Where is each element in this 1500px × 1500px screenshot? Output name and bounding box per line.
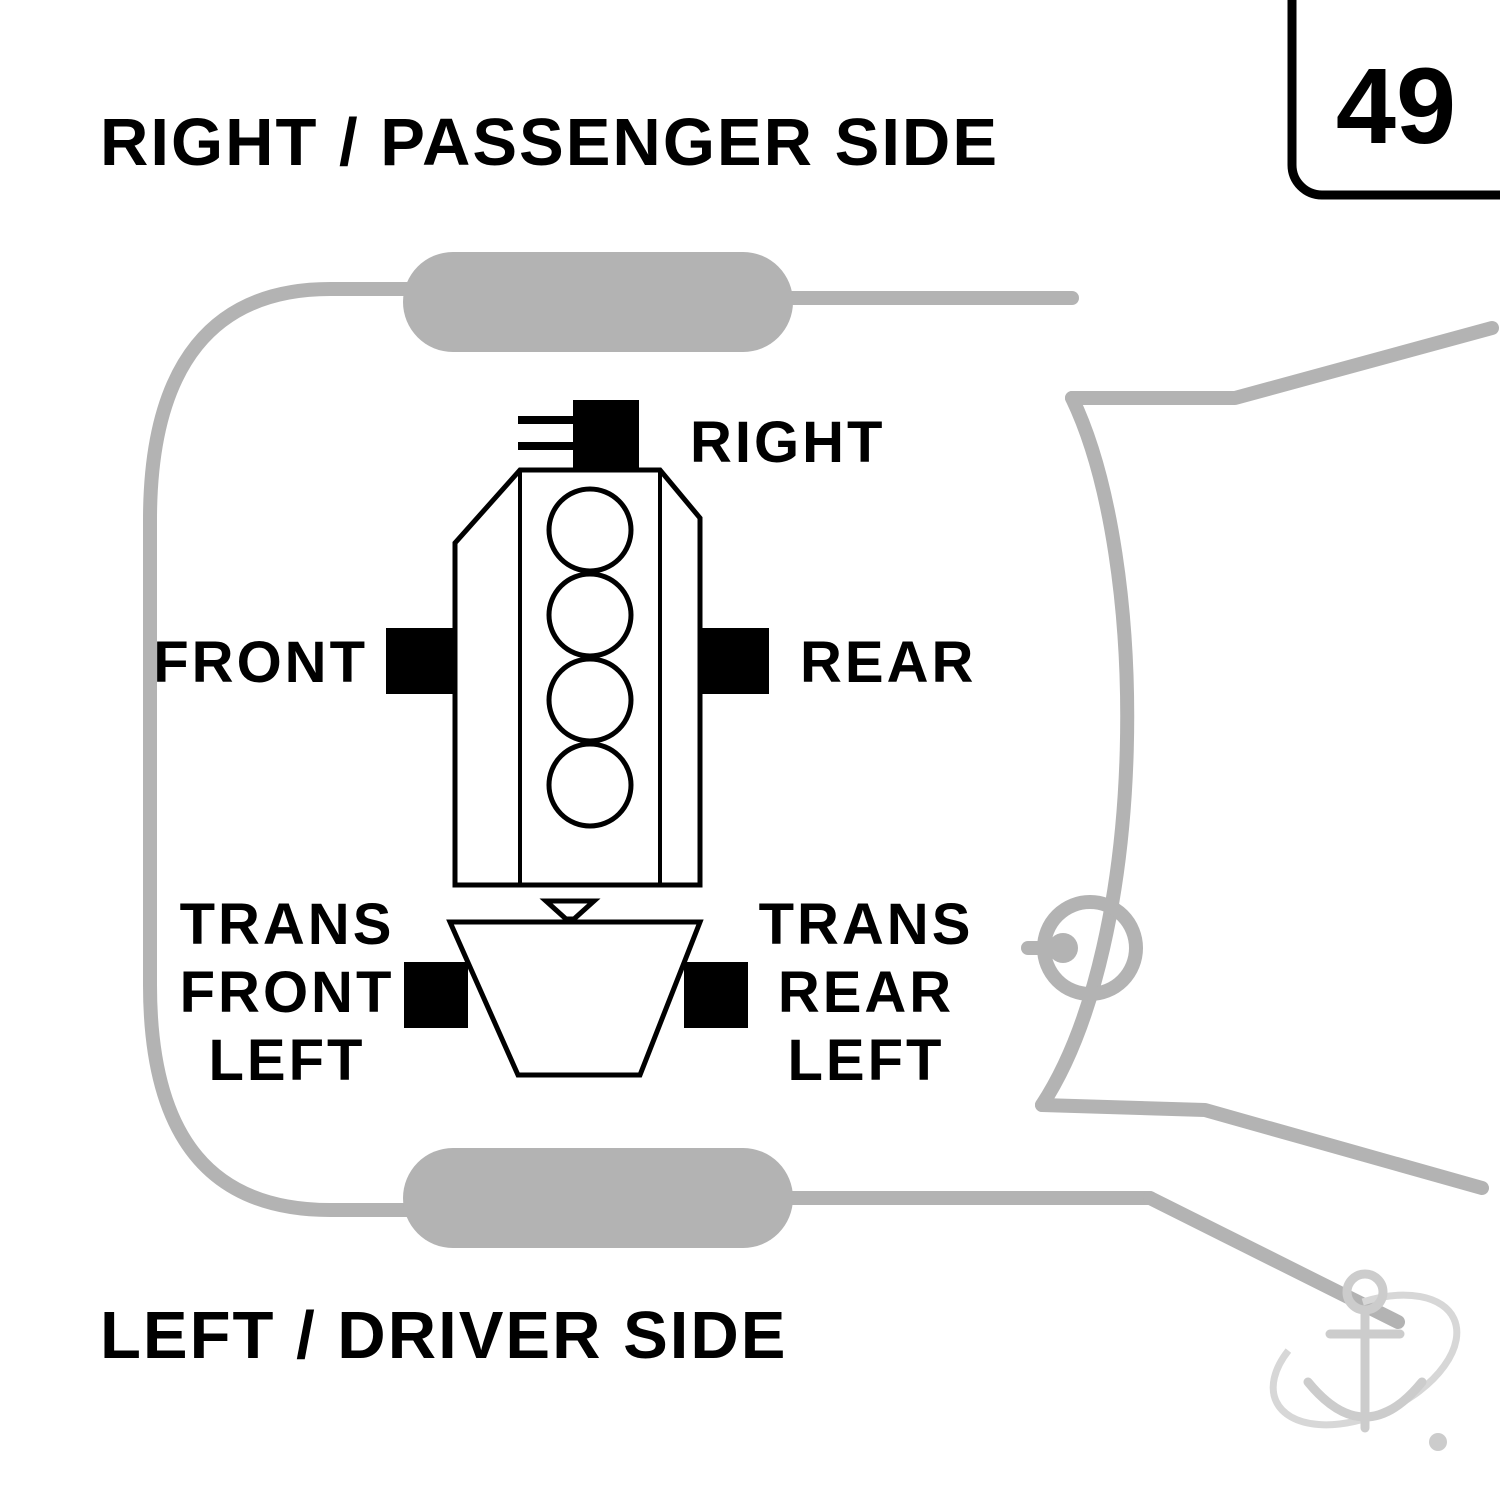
wheel-top [403,252,793,352]
page-number-badge: 49 [1287,0,1500,200]
engine-block [386,400,769,888]
label-front: FRONT [153,630,368,695]
mount-right-bolts [518,416,573,450]
anchor-watermark-icon [1269,1269,1461,1451]
label-trans-rear-left-line1: TRANS [759,892,974,957]
label-trans-front-left-line2: FRONT [180,960,395,1025]
mount-front-marker [386,628,456,694]
label-trans-rear-left-line3: LEFT [788,1028,945,1093]
car-rear-outline [143,282,437,1217]
car-hood-line-top [1065,321,1499,405]
car-fender-line-bottom [1143,1191,1405,1329]
wheel-bottom [403,1148,793,1248]
cylinder-1 [546,486,634,574]
page-number: 49 [1336,45,1456,166]
cylinder-2 [546,571,634,659]
cowl-detail-circle [1037,895,1143,1001]
mount-trans-rear-left-marker [684,962,748,1028]
trans-coupling [539,898,601,922]
mount-right-marker [573,400,639,470]
label-right: RIGHT [690,410,885,475]
anchor-base-dot [1429,1433,1447,1451]
cylinder-3 [546,656,634,744]
car-windshield-arc [1035,391,1135,1112]
cylinder-4 [546,741,634,829]
label-trans-rear-left-line2: REAR [778,960,954,1025]
mount-labels: RIGHT FRONT REAR TRANS FRONT LEFT TRANS … [153,410,976,1093]
mount-trans-front-left-marker [404,962,468,1028]
label-rear: REAR [800,630,976,695]
label-trans-front-left-line1: TRANS [180,892,395,957]
title-right-passenger-side: RIGHT / PASSENGER SIDE [100,105,999,180]
transmission-body [446,919,704,1078]
anchor-flukes [1303,1377,1427,1422]
car-hood-line-bottom [1035,1098,1489,1195]
cowl-detail-dot [1048,933,1078,963]
transmission [404,898,748,1078]
label-trans-front-left-line3: LEFT [209,1028,366,1093]
title-left-driver-side: LEFT / DRIVER SIDE [100,1298,787,1373]
page-number-box [1287,0,1500,200]
mount-rear-marker [699,628,769,694]
car-outline [143,252,1499,1329]
